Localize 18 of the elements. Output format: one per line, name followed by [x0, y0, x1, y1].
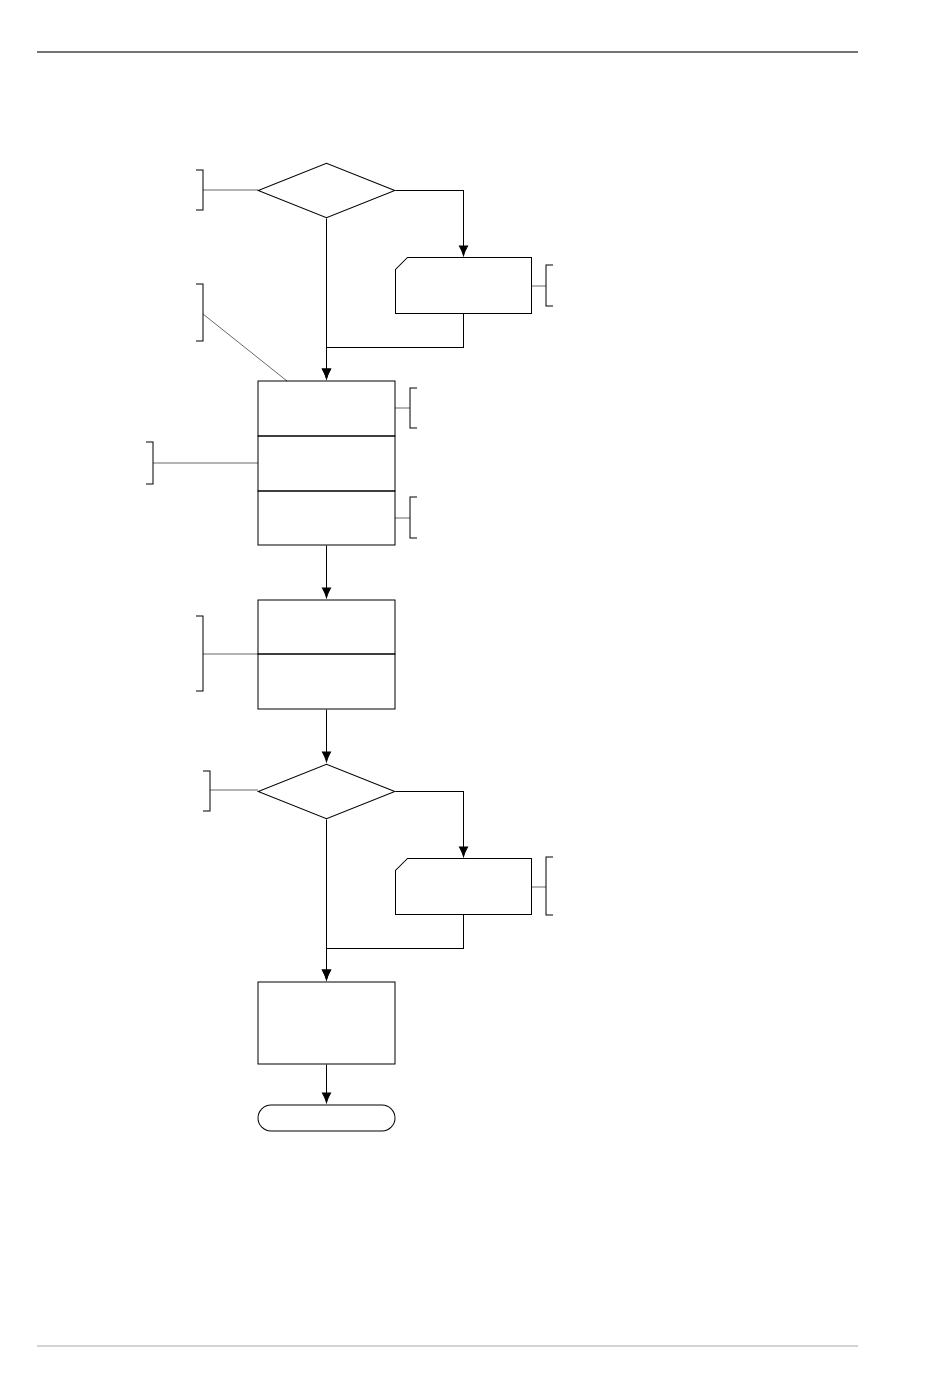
decision-diamond [257, 162, 396, 219]
arrow [395, 190, 469, 257]
arrow [321, 914, 464, 981]
process-box [257, 435, 396, 492]
arrow [321, 1064, 332, 1104]
terminal-shape [257, 1104, 396, 1132]
process-box [257, 380, 396, 437]
arrow [321, 545, 332, 599]
arrow [321, 313, 464, 380]
arrow [321, 709, 332, 763]
process-box [257, 599, 396, 655]
process-box [257, 981, 396, 1065]
process-box [257, 653, 396, 710]
card-shape [395, 257, 532, 314]
decision-diamond [257, 763, 396, 820]
card-shape [395, 858, 532, 915]
process-box [257, 490, 396, 546]
arrow [395, 791, 469, 858]
